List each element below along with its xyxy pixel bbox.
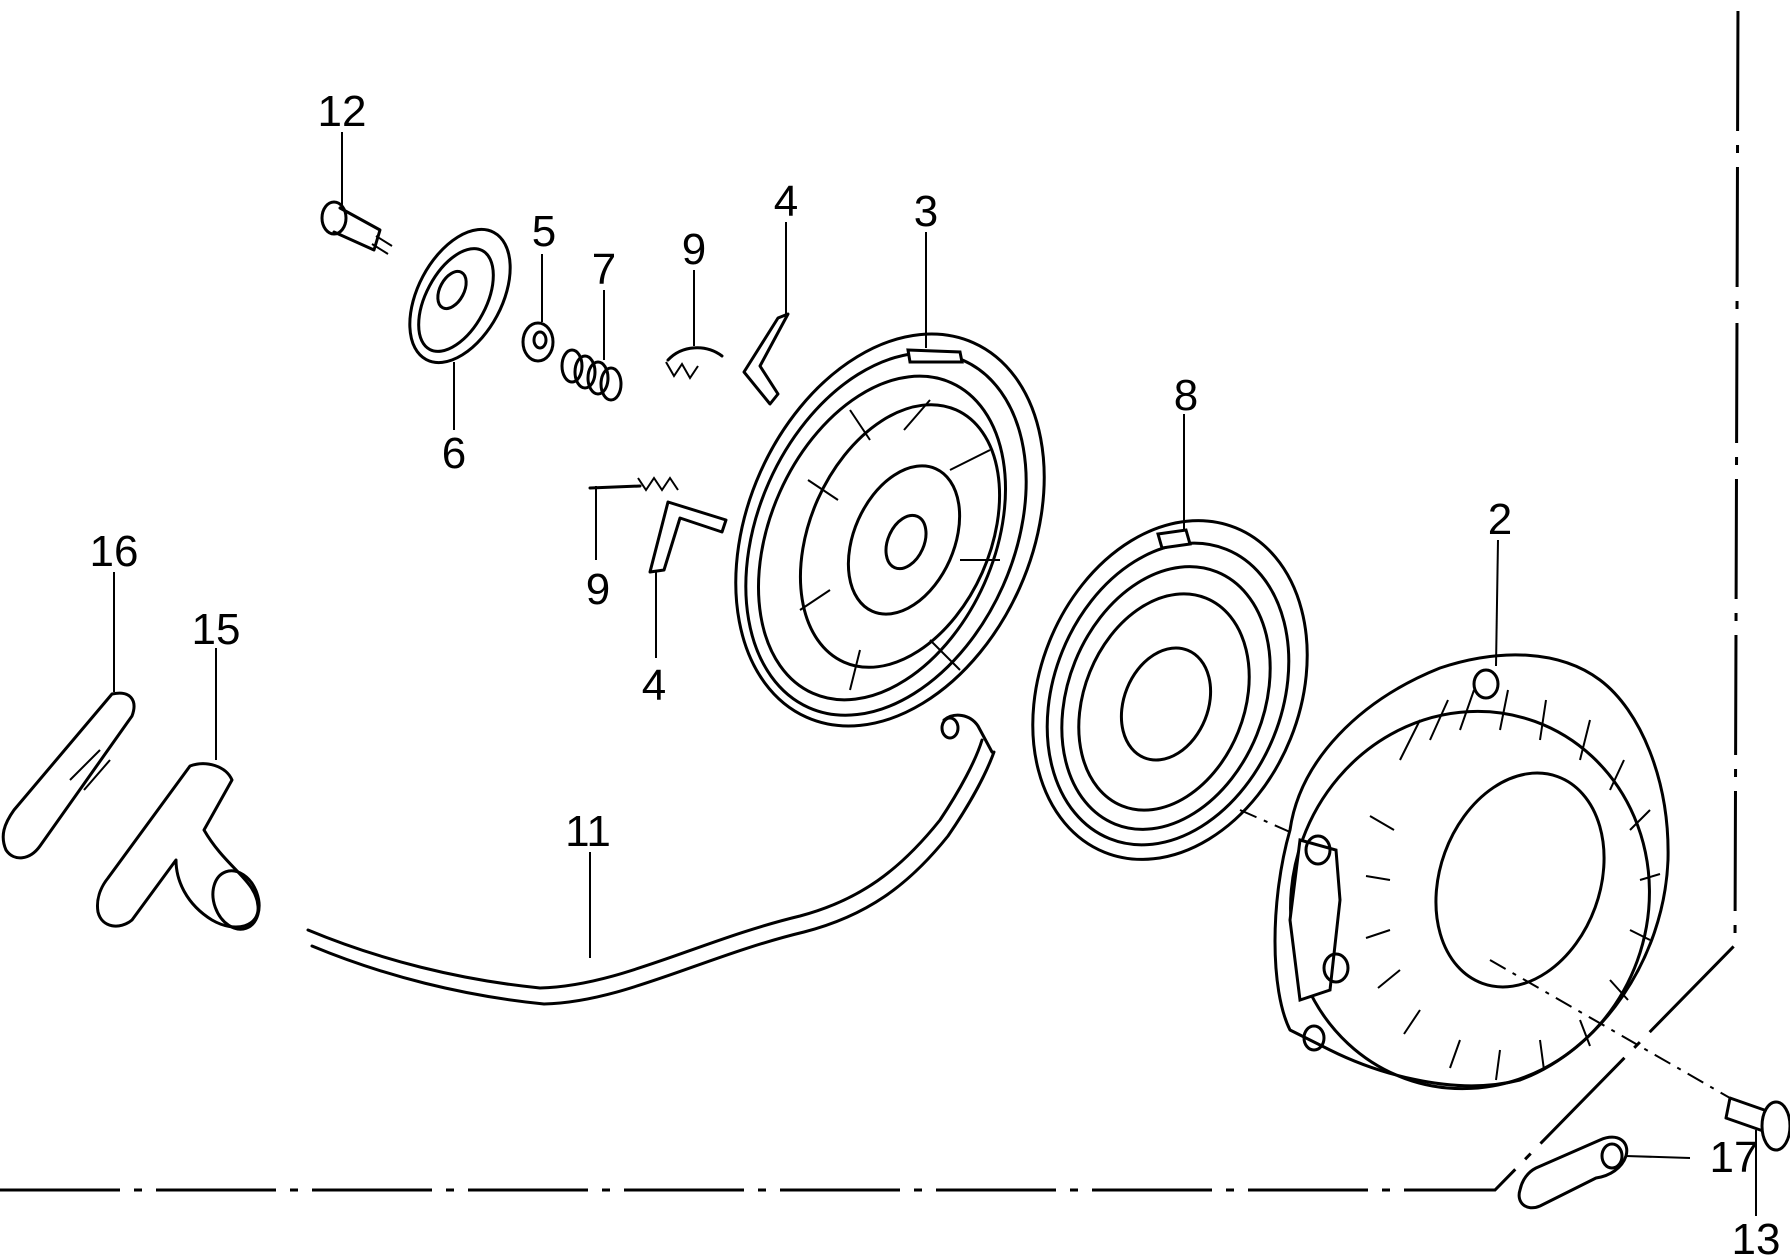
part-5-nut [521,321,555,363]
callout-2: 2 [1488,495,1512,544]
callout-13: 13 [1732,1215,1781,1260]
callout-11: 11 [565,807,611,856]
part-7-spring [560,348,623,402]
part-11-starter-rope [306,713,996,1006]
assembly-axis [1239,809,1731,1099]
callout-8: 8 [1174,371,1198,420]
part-13-flange-bolt [1724,1096,1790,1152]
callout-7: 7 [592,245,616,294]
leader-lines [113,132,1757,1216]
part-2-starter-case [1273,653,1670,1091]
part-9-spring-lower [588,476,679,492]
callout-17: 17 [1710,1133,1759,1182]
diagram-border [0,0,1740,1192]
callout-4-upper: 4 [774,177,798,226]
callout-6: 6 [442,429,466,478]
part-15-starter-handle [96,762,261,931]
part-4-ratchet-upper [742,312,790,406]
callout-15: 15 [192,605,241,654]
part-12-bolt [320,200,393,255]
callout-16: 16 [90,527,139,576]
part-3-pulley [734,332,1046,728]
callout-12: 12 [318,87,367,136]
callout-3: 3 [914,187,938,236]
callout-labels: 12 5 7 9 4 3 6 8 9 4 2 16 15 11 17 13 [90,87,1781,1260]
callout-4-lower: 4 [642,661,666,710]
callout-5: 5 [532,207,556,256]
part-6-ratchet-plate [408,227,512,365]
part-17-tag [1517,1135,1629,1210]
part-4-ratchet-lower [648,500,728,574]
part-8-recoil-spring [1031,519,1309,861]
callout-9-upper: 9 [682,225,706,274]
callout-9-lower: 9 [586,565,610,614]
part-16-handle-grip [1,691,136,860]
part-9-spring-upper [665,346,724,380]
